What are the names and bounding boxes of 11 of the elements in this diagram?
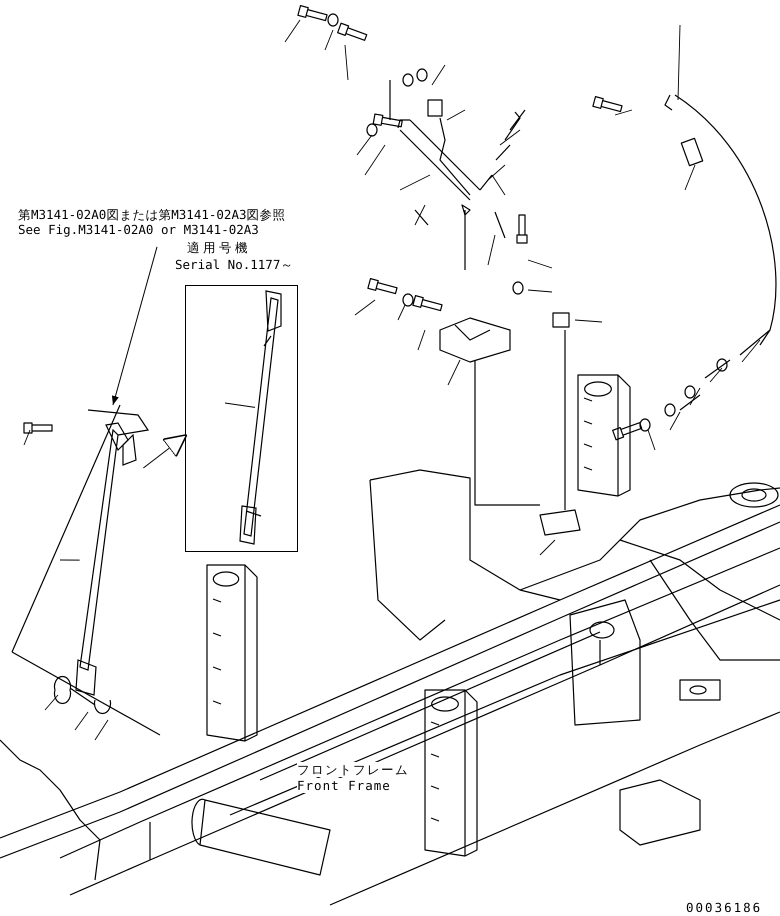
arrow <box>112 246 158 406</box>
hollow-arrow <box>142 434 188 468</box>
part-name: フロントフレーム <box>297 762 409 777</box>
part-name: Front Frame <box>297 778 391 793</box>
leader-line <box>224 402 256 408</box>
leader-line <box>60 560 80 561</box>
drawing-number: 00036186 <box>686 900 762 915</box>
reference-note: 第M3141-02A0図または第M3141-02A3図参照 <box>18 207 287 222</box>
reference-note: See Fig.M3141-02A0 or M3141-02A3 <box>18 222 260 237</box>
heading: 適用号機 <box>187 240 251 255</box>
serial-number-note: Serial No.1177～ <box>175 257 294 272</box>
